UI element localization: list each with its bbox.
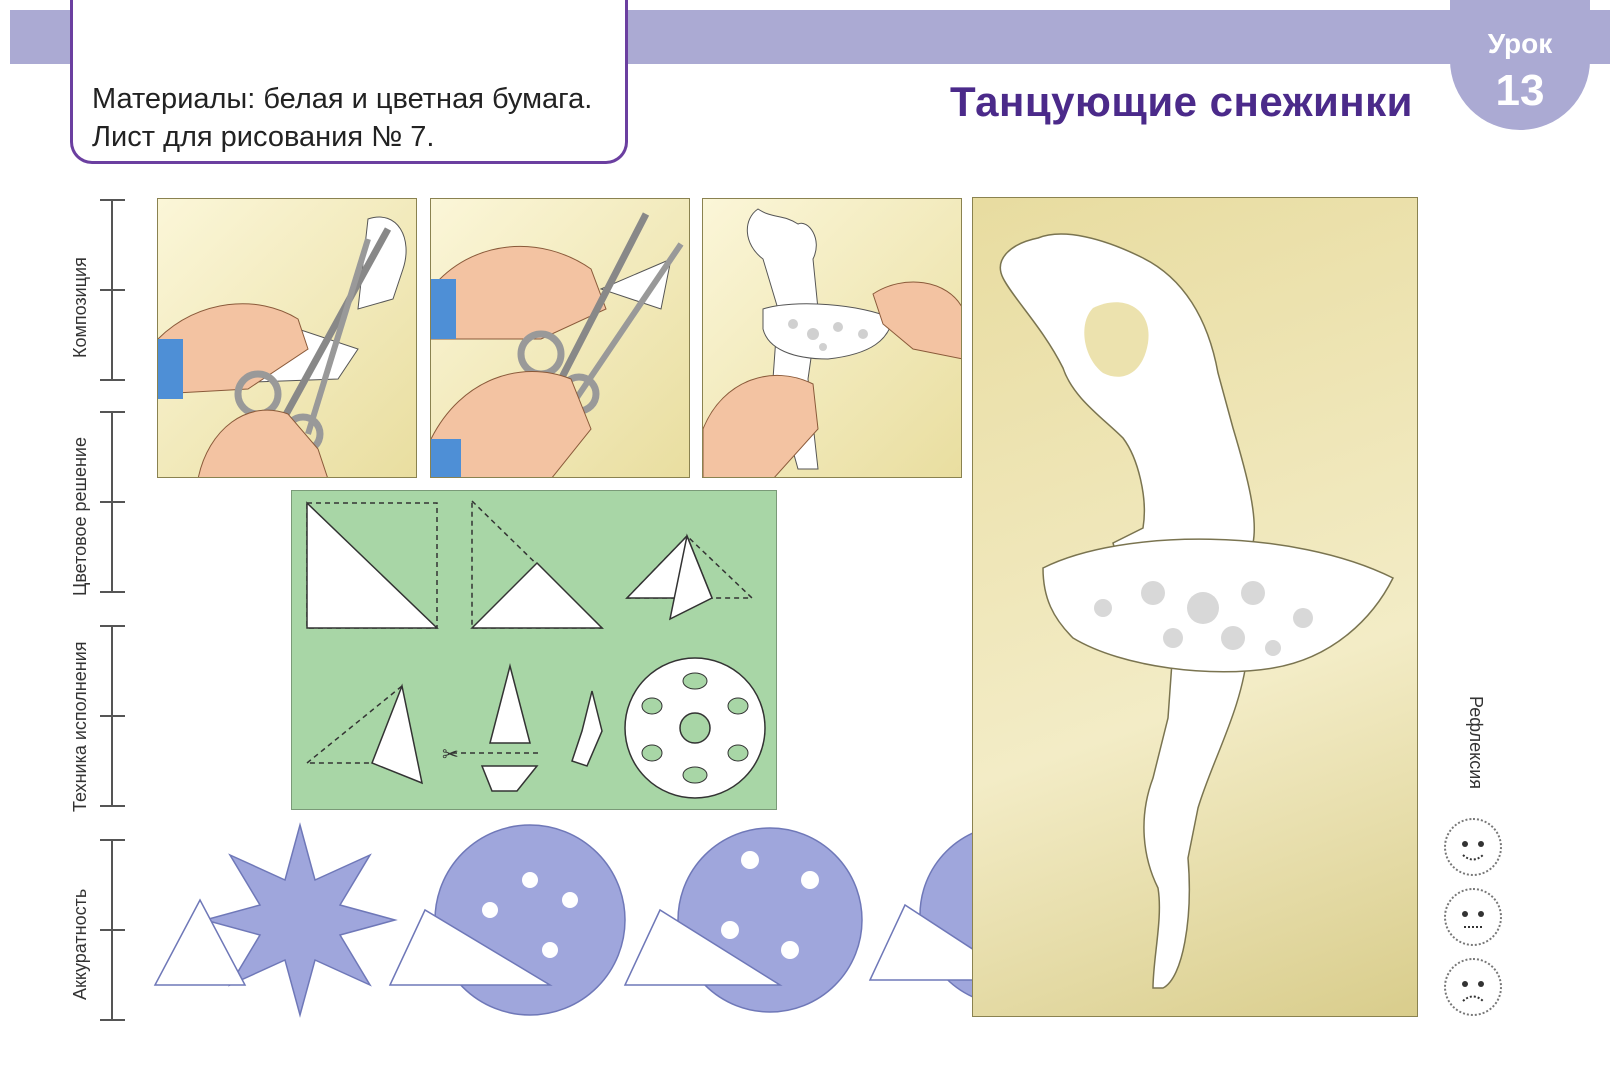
attach-skirt-illustration bbox=[703, 208, 961, 477]
materials-text: Материалы: белая и цветная бумага. Лист … bbox=[92, 80, 592, 156]
sad-face-icon[interactable] bbox=[1444, 958, 1502, 1016]
criterion-color: Цветовое решение bbox=[70, 436, 90, 596]
lesson-word: Урок bbox=[1487, 28, 1553, 59]
step-attach-skirt-panel bbox=[702, 198, 962, 478]
folding-diagram-panel: ✂ bbox=[291, 490, 777, 810]
step-cutting-panel bbox=[157, 198, 417, 478]
ballerina-illustration bbox=[999, 233, 1395, 989]
lesson-badge bbox=[1450, 0, 1590, 130]
materials-line-1: Материалы: белая и цветная бумага. bbox=[92, 83, 593, 115]
criterion-accuracy: Аккуратность bbox=[70, 888, 90, 1000]
step-cutting-close-panel bbox=[430, 198, 690, 478]
criterion-technique: Техника исполнения bbox=[70, 641, 90, 813]
neutral-face-icon[interactable] bbox=[1444, 888, 1502, 946]
snowflake-1 bbox=[153, 822, 398, 1018]
ballerina-panel bbox=[972, 197, 1418, 1017]
svg-text:✂: ✂ bbox=[442, 744, 459, 766]
folding-steps-diagram: ✂ bbox=[304, 499, 766, 799]
criterion-composition: Композиция bbox=[70, 257, 90, 358]
materials-line-2: Лист для рисования № 7. bbox=[92, 121, 435, 153]
page-title: Танцующие снежинки bbox=[950, 78, 1414, 125]
reflection-label: Рефлексия bbox=[1466, 696, 1486, 790]
happy-face-icon[interactable] bbox=[1444, 818, 1502, 876]
criteria-scale bbox=[100, 199, 125, 1021]
materials-box bbox=[70, 0, 628, 164]
cutting-scissors-illustration bbox=[158, 216, 407, 477]
snowflake-2 bbox=[388, 824, 626, 1016]
cutting-close-illustration bbox=[431, 212, 684, 477]
lesson-number: 13 bbox=[1495, 66, 1545, 115]
